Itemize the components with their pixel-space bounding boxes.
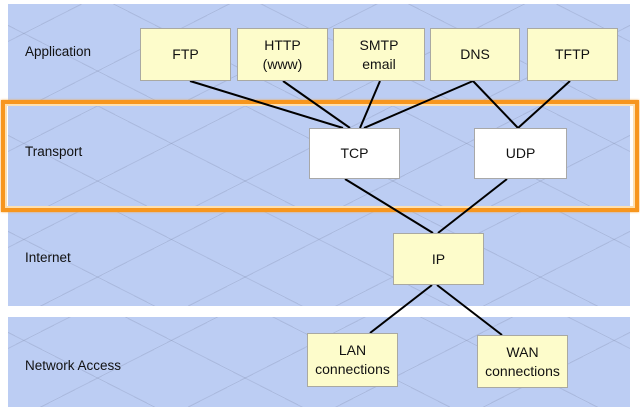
tcp-node: TCP [309, 128, 400, 179]
link-ip-to-lan [369, 284, 433, 334]
internet-layer-band: Internet [8, 210, 630, 306]
lan-sublabel: connections [315, 361, 390, 377]
wan-node: WAN connections [477, 335, 568, 388]
link-tcp-to-ip [344, 178, 434, 234]
smtp-node: SMTP email [333, 28, 425, 81]
udp-label: UDP [505, 145, 536, 161]
lan-label: LAN [338, 342, 367, 358]
wan-sublabel: connections [485, 362, 560, 379]
ip-label: IP [431, 250, 446, 267]
wan-label: WAN [506, 343, 539, 360]
link-tftp-to-udp [517, 80, 571, 129]
lan-node: LAN connections [307, 333, 398, 387]
smtp-sublabel: email [362, 55, 396, 72]
link-smtp-to-tcp [359, 80, 381, 129]
transport-layer-label: Transport [25, 144, 83, 159]
link-http-to-tcp [282, 80, 351, 129]
link-dns-to-udp [472, 80, 519, 129]
network-access-layer-label: Network Access [25, 358, 122, 373]
dns-label: DNS [460, 46, 490, 62]
dns-node: DNS [430, 28, 520, 81]
http-sublabel: (www) [262, 55, 303, 72]
transport-layer-highlight [1, 100, 639, 212]
link-ip-to-wan [436, 284, 503, 336]
tftp-label: TFTP [555, 46, 590, 62]
http-label: HTTP [264, 36, 301, 53]
udp-node: UDP [474, 128, 567, 179]
ip-node: IP [393, 233, 484, 285]
tftp-node: TFTP [527, 28, 618, 81]
smtp-label: SMTP [359, 36, 399, 53]
ftp-label: FTP [172, 46, 199, 62]
http-node: HTTP (www) [237, 28, 328, 81]
link-dns-to-tcp [363, 80, 474, 129]
tcp-label: TCP [340, 145, 369, 161]
internet-layer-label: Internet [25, 250, 71, 265]
application-layer-label: Application [25, 44, 92, 59]
ftp-node: FTP [140, 28, 231, 81]
link-ftp-to-tcp [189, 80, 344, 129]
link-udp-to-ip [437, 178, 508, 234]
